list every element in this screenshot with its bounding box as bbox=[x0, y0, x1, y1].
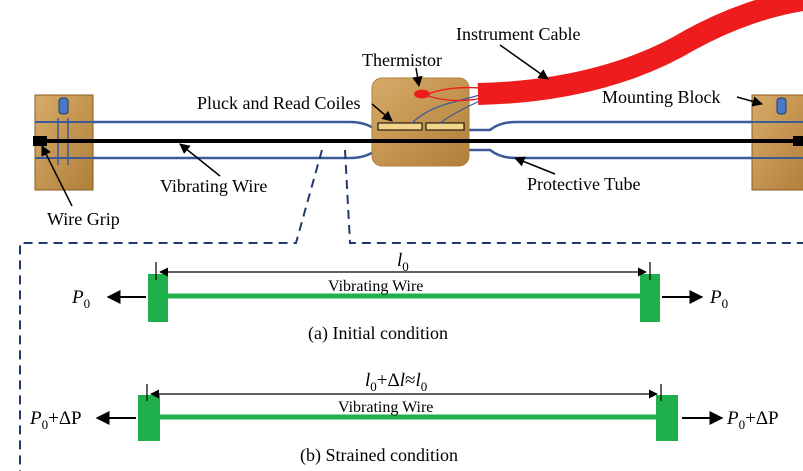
force-b-right-label: P0+ΔP bbox=[726, 408, 779, 432]
wire-b-label: Vibrating Wire bbox=[338, 399, 433, 416]
thermistor-bead bbox=[414, 89, 430, 99]
caption-a: (a) Initial condition bbox=[308, 323, 448, 344]
caption-b: (b) Strained condition bbox=[300, 445, 458, 466]
length-a-label: l0 bbox=[397, 250, 409, 274]
coil-left bbox=[377, 122, 423, 131]
length-b-label: l0+Δl≈l0 bbox=[365, 370, 427, 394]
clamp-b-left bbox=[138, 395, 160, 441]
panel-strained-condition: l0+Δl≈l0 Vibrating Wire P0+ΔP P0+ΔP (b) … bbox=[29, 370, 779, 466]
instrument-cable bbox=[477, 0, 803, 105]
detail-callout-outline bbox=[19, 149, 803, 471]
clamp-b-right bbox=[656, 395, 678, 441]
vibrating-wire-label: Vibrating Wire bbox=[160, 176, 267, 196]
instrument-cable-label: Instrument Cable bbox=[456, 24, 580, 44]
pluck-read-coils-label: Pluck and Read Coiles bbox=[197, 93, 360, 113]
wire-grip-label: Wire Grip bbox=[47, 209, 120, 229]
wire-a-label: Vibrating Wire bbox=[328, 278, 423, 295]
coil-right bbox=[425, 122, 465, 131]
mounting-block-label: Mounting Block bbox=[602, 87, 721, 107]
force-a-left-label: P0 bbox=[71, 287, 90, 311]
clamp-a-left bbox=[148, 274, 168, 322]
panel-initial-condition: l0 Vibrating Wire P0 P0 (a) Initial cond… bbox=[71, 250, 728, 344]
force-a-right-label: P0 bbox=[709, 287, 728, 311]
thermistor-label: Thermistor bbox=[362, 50, 442, 70]
force-b-left-label: P0+ΔP bbox=[29, 408, 82, 432]
protective-tube-label: Protective Tube bbox=[527, 174, 641, 194]
clamp-a-right bbox=[640, 274, 660, 322]
